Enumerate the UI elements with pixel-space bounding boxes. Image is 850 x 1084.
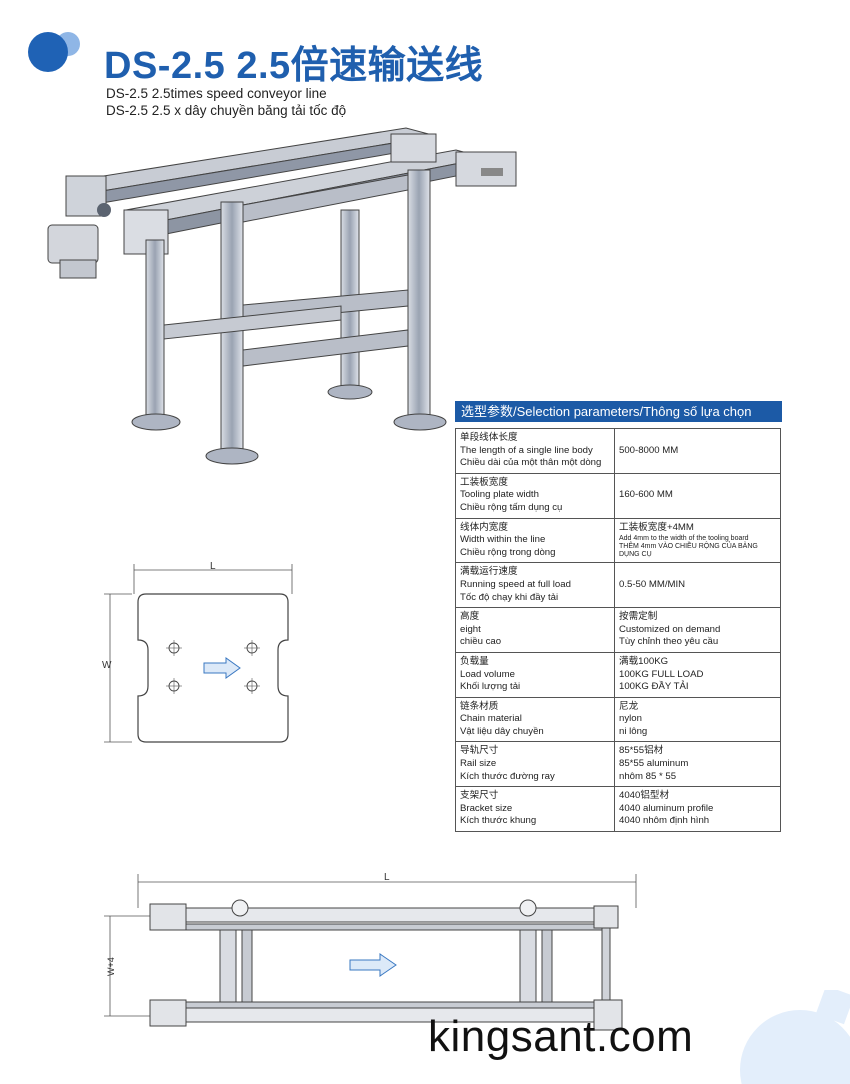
params-heading: 选型参数/Selection parameters/Thông số lựa c… <box>455 401 782 422</box>
param-label: Chiều rộng trong dòng <box>460 546 556 558</box>
param-value: 100KG FULL LOAD <box>619 668 704 680</box>
param-value: 4040 nhôm định hình <box>619 815 710 827</box>
param-label: 工装板宽度 <box>460 476 508 488</box>
param-value: Tùy chỉnh theo yêu cầu <box>619 636 719 648</box>
param-label: Load volume <box>460 668 515 680</box>
tooling-plate-drawing: L W <box>102 561 293 743</box>
param-value: Customized on demand <box>619 623 721 635</box>
param-value: 85*55铝材 <box>619 745 664 757</box>
param-label: Tooling plate width <box>460 489 539 501</box>
table-row: 支架尺寸 Bracket size Kích thước khung 4040铝… <box>455 786 781 833</box>
param-value: nylon <box>619 713 642 725</box>
param-label: 单段线体长度 <box>460 432 518 443</box>
param-label: 线体内宽度 <box>460 521 508 533</box>
param-value: 160-600 MM <box>619 489 673 501</box>
page-title: DS-2.5 2.5倍速输送线 <box>104 45 484 87</box>
conveyor-3d-illustration <box>47 127 517 465</box>
param-label: Chain material <box>460 713 522 725</box>
param-label: Rail size <box>460 758 497 770</box>
param-label: Vật liệu dây chuyền <box>460 725 544 737</box>
param-value: 500-8000 MM <box>619 444 679 456</box>
param-value: 100KG ĐẦY TẢI <box>619 681 689 693</box>
param-value: 按需定制 <box>619 611 658 623</box>
param-label: Chiều rộng tấm dụng cụ <box>460 501 563 513</box>
param-label: Chiều dài của một thân một dòng <box>460 457 602 469</box>
param-label: Width within the line <box>460 534 546 546</box>
param-label: Bracket size <box>460 802 513 814</box>
param-label: Kích thước đường ray <box>460 770 555 782</box>
top-dim-width-label: W+4 <box>106 957 116 976</box>
param-label: Running speed at full load <box>460 578 571 590</box>
param-value: 工装板宽度+4MM <box>619 522 694 534</box>
subtitle-vietnamese: DS-2.5 2.5 x dây chuyền băng tải tốc độ <box>106 103 347 118</box>
param-label: eight <box>460 623 481 635</box>
param-value: 4040 aluminum profile <box>619 802 714 814</box>
top-dim-length-label: L <box>384 872 390 883</box>
logo-dots <box>28 32 80 72</box>
param-label: Khối lượng tải <box>460 681 521 693</box>
top-view-drawing: L W+4 <box>104 872 637 1031</box>
param-label: 支架尺寸 <box>460 790 499 802</box>
site-watermark: kingsant.com <box>428 1012 694 1061</box>
param-label: 高度 <box>460 611 480 623</box>
param-value-note: Add 4mm to the width of the tooling boar… <box>619 534 749 542</box>
param-label: Tốc độ chạy khi đầy tải <box>460 591 559 603</box>
param-value: 4040铝型材 <box>619 790 670 802</box>
param-label: chiều cao <box>460 636 502 648</box>
param-value: 85*55 aluminum <box>619 758 689 770</box>
param-value: 满载100KG <box>619 655 669 667</box>
param-value: ni lông <box>619 725 648 737</box>
param-value-note: THÊM 4mm VÀO CHIỀU RỘNG CỦA BẢNG DỤNG CỤ <box>619 542 758 558</box>
gear-watermark-icon <box>740 990 850 1084</box>
param-label: 导轨尺寸 <box>460 745 499 757</box>
param-value: 0.5-50 MM/MIN <box>619 578 686 590</box>
dim-length-label: L <box>210 561 216 572</box>
subtitle-english: DS-2.5 2.5times speed conveyor line <box>106 86 327 101</box>
param-value: nhôm 85 * 55 <box>619 770 677 782</box>
param-label: 满载运行速度 <box>460 566 518 578</box>
param-value: 尼龙 <box>619 700 639 712</box>
dim-width-label: W <box>102 660 112 671</box>
param-label: Kích thước khung <box>460 815 537 827</box>
param-label: 链条材质 <box>460 700 499 712</box>
param-label: 负载量 <box>460 655 489 667</box>
param-label: The length of a single line body <box>460 444 593 456</box>
